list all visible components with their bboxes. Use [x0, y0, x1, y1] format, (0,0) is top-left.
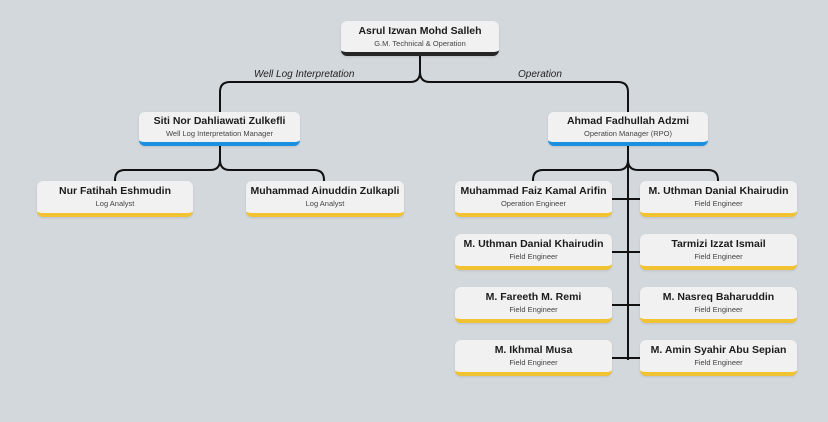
node-role: Operation Engineer — [500, 199, 567, 208]
node-name: Muhammad Faiz Kamal Arifin — [460, 185, 607, 197]
node-role: Field Engineer — [694, 199, 743, 208]
node-field-engineer-r3[interactable]: M. Nasreq Baharuddin Field Engineer — [640, 287, 797, 323]
node-role: Field Engineer — [694, 252, 743, 261]
node-role: Well Log Interpretation Manager — [165, 129, 273, 138]
edge-label-operation: Operation — [518, 69, 562, 80]
node-name: Asrul Izwan Mohd Salleh — [358, 24, 482, 37]
node-operation-engineer[interactable]: Muhammad Faiz Kamal Arifin Operation Eng… — [455, 181, 612, 217]
node-name: Nur Fatihah Eshmudin — [58, 185, 171, 197]
node-role: Log Analyst — [305, 199, 345, 208]
node-role: Field Engineer — [509, 305, 558, 314]
node-role: G.M. Technical & Operation — [374, 38, 466, 48]
node-name: Siti Nor Dahliawati Zulkefli — [153, 115, 286, 127]
node-role: Field Engineer — [509, 252, 558, 261]
node-name: Muhammad Ainuddin Zulkapli — [250, 185, 400, 197]
node-gm[interactable]: Asrul Izwan Mohd Salleh G.M. Technical &… — [341, 21, 499, 56]
node-role: Field Engineer — [694, 305, 743, 314]
connector-op-right — [627, 159, 719, 182]
connector-wli-left — [114, 159, 221, 182]
node-log-analyst-2[interactable]: Muhammad Ainuddin Zulkapli Log Analyst — [246, 181, 404, 217]
node-field-engineer-r1[interactable]: M. Uthman Danial Khairudin Field Enginee… — [640, 181, 797, 217]
connector-gm-left — [219, 71, 421, 112]
edge-label-well-log-interpretation: Well Log Interpretation — [254, 69, 355, 80]
node-name: Ahmad Fadhullah Adzmi — [566, 115, 690, 127]
node-role: Field Engineer — [694, 358, 743, 367]
node-field-engineer-l4[interactable]: M. Ikhmal Musa Field Engineer — [455, 340, 612, 376]
node-log-analyst-1[interactable]: Nur Fatihah Eshmudin Log Analyst — [37, 181, 193, 217]
node-name: M. Fareeth M. Remi — [485, 291, 582, 303]
node-field-engineer-l3[interactable]: M. Fareeth M. Remi Field Engineer — [455, 287, 612, 323]
node-role: Operation Manager (RPO) — [584, 129, 672, 138]
connector-op-left — [532, 159, 629, 182]
node-field-engineer-r2[interactable]: Tarmizi Izzat Ismail Field Engineer — [640, 234, 797, 270]
connector-gm-right — [419, 71, 629, 112]
node-name: M. Uthman Danial Khairudin — [463, 238, 604, 250]
node-name: M. Ikhmal Musa — [494, 344, 573, 356]
connector-wli-right — [219, 159, 325, 182]
node-operation-manager[interactable]: Ahmad Fadhullah Adzmi Operation Manager … — [548, 112, 708, 146]
node-name: M. Uthman Danial Khairudin — [648, 185, 789, 197]
node-name: Tarmizi Izzat Ismail — [671, 238, 766, 250]
node-role: Log Analyst — [95, 199, 135, 208]
node-role: Field Engineer — [509, 358, 558, 367]
node-field-engineer-l2[interactable]: M. Uthman Danial Khairudin Field Enginee… — [455, 234, 612, 270]
node-name: M. Nasreq Baharuddin — [662, 291, 775, 303]
node-name: M. Amin Syahir Abu Sepian — [650, 344, 787, 356]
node-field-engineer-r4[interactable]: M. Amin Syahir Abu Sepian Field Engineer — [640, 340, 797, 376]
node-wli-manager[interactable]: Siti Nor Dahliawati Zulkefli Well Log In… — [139, 112, 300, 146]
